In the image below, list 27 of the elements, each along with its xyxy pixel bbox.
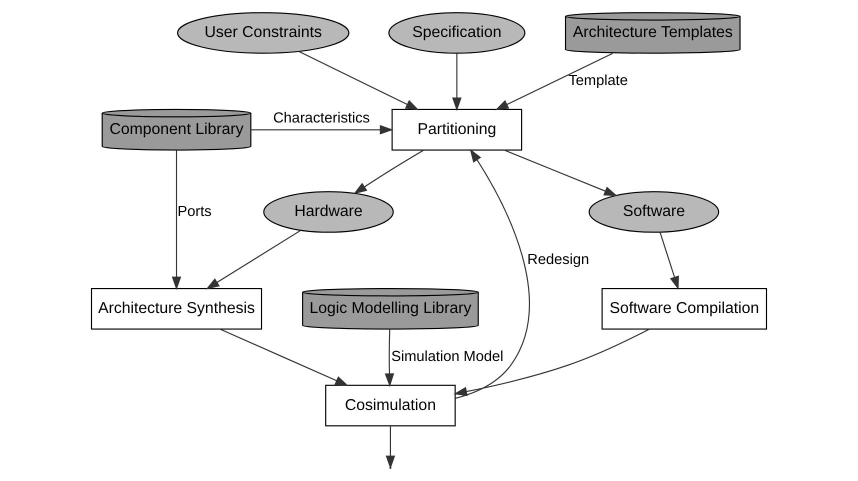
node-box: Partitioning: [392, 108, 522, 151]
node-ellipse: User Constraints: [176, 12, 350, 54]
arrow: [220, 328, 349, 386]
arrow: [455, 148, 530, 399]
node-ellipse: Hardware: [263, 191, 394, 233]
arrow: [353, 150, 424, 194]
arrow: [172, 150, 182, 290]
arrow: [452, 54, 462, 112]
arrow: [660, 232, 679, 290]
arrow: [206, 230, 301, 290]
edge-label: Template: [568, 73, 628, 90]
arrow: [504, 150, 618, 196]
arrow: [384, 329, 394, 387]
edge-label: Characteristics: [273, 110, 370, 126]
arrow: [298, 50, 420, 110]
arrow: [250, 125, 394, 134]
edge-label: Ports: [177, 204, 212, 220]
arrow: [386, 426, 396, 470]
edge-label: Redesign: [527, 252, 590, 268]
arrow: [454, 328, 650, 396]
node-box: Software Compilation: [602, 288, 768, 330]
node-box: Cosimulation: [325, 384, 456, 426]
arrow: [495, 52, 613, 110]
node-ellipse: Software: [588, 191, 720, 233]
node-ellipse: Specification: [388, 12, 526, 54]
edge-label: Simulation Model: [391, 349, 504, 366]
node-box: Architecture Synthesis: [90, 288, 262, 330]
